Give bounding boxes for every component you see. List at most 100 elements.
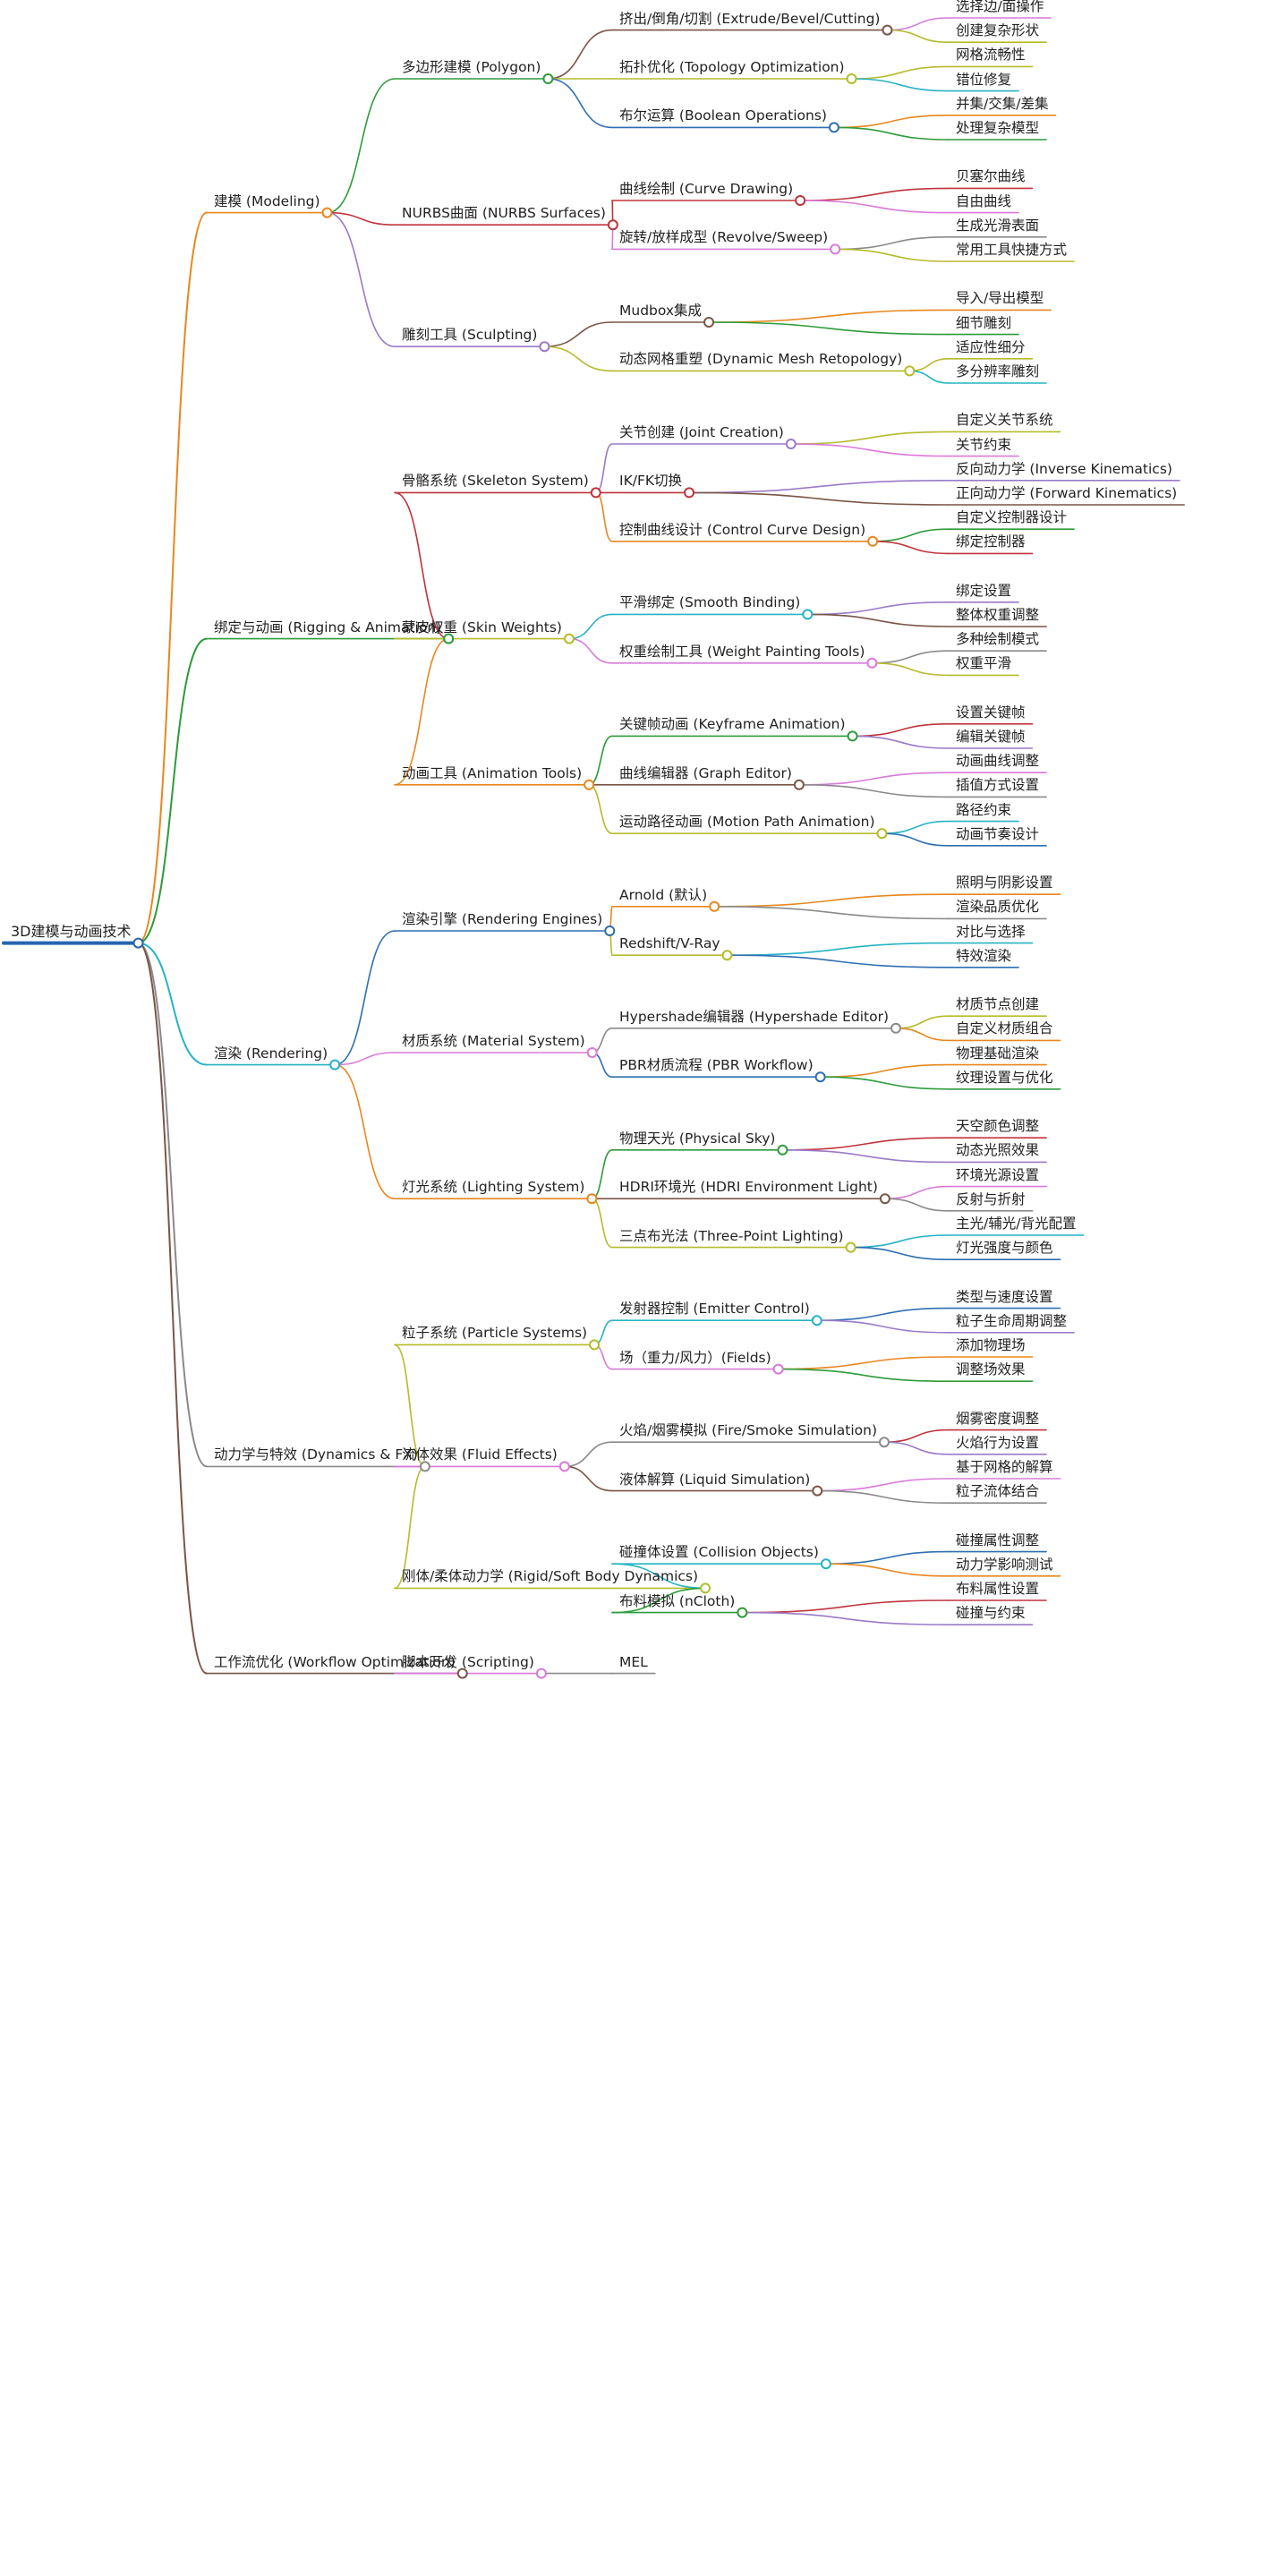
- node-mindmap-branches-1-children-0-children-0-label[interactable]: 关节创建 (Joint Creation): [619, 424, 784, 440]
- node-mindmap-branches-3-children-0-toggle[interactable]: [589, 1339, 601, 1351]
- node-mindmap-branches-2-children-2-children-1-children-1-label[interactable]: 反射与折射: [956, 1190, 1026, 1207]
- node-mindmap-branches-2-children-2-children-2-toggle[interactable]: [845, 1241, 856, 1253]
- node-mindmap-branches-1-children-2-children-2-children-1-label[interactable]: 动画节奏设计: [956, 825, 1040, 842]
- node-mindmap-branches-0-children-2-toggle[interactable]: [539, 341, 550, 353]
- node-mindmap-branches-0-children-1-children-0-label[interactable]: 曲线绘制 (Curve Drawing): [619, 181, 794, 197]
- node-mindmap-branches-0-children-1-children-1-toggle[interactable]: [830, 243, 841, 255]
- node-mindmap-branches-1-children-1-children-0-label[interactable]: 平滑绑定 (Smooth Binding): [619, 594, 801, 611]
- node-mindmap-branches-0-children-0-children-2-children-0-label[interactable]: 并集/交集/差集: [956, 95, 1049, 112]
- node-mindmap-branches-1-children-1-children-0-children-0-label[interactable]: 绑定设置: [956, 582, 1012, 599]
- node-mindmap-branches-0-children-2-children-1-label[interactable]: 动态网格重塑 (Dynamic Mesh Retopology): [619, 351, 903, 368]
- node-mindmap-branches-3-label[interactable]: 动力学与特效 (Dynamics & FX): [214, 1446, 418, 1463]
- node-mindmap-branches-0-children-2-children-0-children-0-label[interactable]: 导入/导出模型: [956, 290, 1044, 307]
- node-mindmap-branches-0-children-0-children-1-toggle[interactable]: [846, 73, 857, 84]
- node-mindmap-branches-2-children-2-children-0-children-0-label[interactable]: 天空颜色调整: [956, 1118, 1040, 1135]
- node-mindmap-branches-2-children-2-children-2-label[interactable]: 三点布光法 (Three-Point Lighting): [619, 1227, 844, 1244]
- node-mindmap-branches-2-children-1-children-0-children-1-label[interactable]: 自定义材质组合: [956, 1020, 1053, 1037]
- node-mindmap-branches-2-children-2-children-0-toggle[interactable]: [777, 1144, 788, 1156]
- node-mindmap-branches-2-children-1-children-0-label[interactable]: Hypershade编辑器 (Hypershade Editor): [619, 1008, 890, 1025]
- node-mindmap-branches-1-children-2-children-2-label[interactable]: 运动路径动画 (Motion Path Animation): [619, 814, 875, 831]
- node-mindmap-branches-3-children-2-toggle[interactable]: [700, 1582, 711, 1594]
- node-mindmap-branches-0-children-2-children-0-toggle[interactable]: [703, 317, 715, 328]
- node-mindmap-branches-1-children-0-children-2-children-0-label[interactable]: 自定义控制器设计: [956, 509, 1068, 526]
- node-mindmap-branches-1-children-2-children-2-toggle[interactable]: [876, 828, 888, 840]
- node-mindmap-branches-2-children-1-children-0-children-0-label[interactable]: 材质节点创建: [956, 996, 1040, 1013]
- node-mindmap-branches-1-children-0-toggle[interactable]: [590, 487, 601, 499]
- mindmap-root-title[interactable]: 3D建模与动画技术: [11, 922, 132, 940]
- node-mindmap-branches-1-children-1-toggle[interactable]: [563, 633, 575, 644]
- node-mindmap-branches-2-children-0-toggle[interactable]: [604, 925, 616, 936]
- node-mindmap-branches-2-children-0-children-1-children-1-label[interactable]: 特效渲染: [956, 947, 1012, 964]
- node-mindmap-branches-3-children-0-children-0-children-1-label[interactable]: 粒子生命周期调整: [956, 1312, 1068, 1329]
- node-mindmap-branches-0-children-1-label[interactable]: NURBS曲面 (NURBS Surfaces): [402, 205, 606, 222]
- node-mindmap-branches-4-children-0-children-0-label[interactable]: MEL: [619, 1653, 648, 1670]
- node-mindmap-branches-1-children-1-children-1-children-1-label[interactable]: 权重平滑: [956, 655, 1012, 672]
- node-mindmap-branches-1-children-0-children-2-children-1-label[interactable]: 绑定控制器: [956, 533, 1026, 550]
- node-mindmap-branches-1-children-2-children-1-children-0-label[interactable]: 动画曲线调整: [956, 753, 1040, 770]
- node-mindmap-branches-2-children-1-toggle[interactable]: [586, 1047, 598, 1058]
- node-mindmap-branches-0-children-2-children-1-children-0-label[interactable]: 适应性细分: [956, 338, 1026, 355]
- node-mindmap-branches-4-children-0-label[interactable]: 脚本开发 (Scripting): [402, 1653, 534, 1670]
- node-mindmap-branches-3-children-0-children-1-children-1-label[interactable]: 调整场效果: [956, 1361, 1026, 1378]
- node-mindmap-branches-1-children-0-children-0-toggle[interactable]: [785, 439, 797, 449]
- node-mindmap-branches-1-children-1-children-0-toggle[interactable]: [802, 609, 814, 620]
- node-mindmap-branches-2-children-2-children-1-children-0-label[interactable]: 环境光源设置: [956, 1166, 1040, 1183]
- node-mindmap-branches-3-toggle[interactable]: [419, 1461, 430, 1472]
- node-mindmap-branches-3-children-2-children-1-children-0-label[interactable]: 布料属性设置: [956, 1581, 1040, 1597]
- node-mindmap-branches-0-toggle[interactable]: [321, 207, 333, 218]
- node-mindmap-branches-3-children-1-children-1-toggle[interactable]: [812, 1485, 823, 1497]
- node-mindmap-branches-2-children-0-children-0-toggle[interactable]: [709, 900, 720, 912]
- node-mindmap-branches-1-children-2-children-1-children-1-label[interactable]: 插值方式设置: [956, 777, 1040, 794]
- node-mindmap-branches-2-children-2-children-0-children-1-label[interactable]: 动态光照效果: [956, 1142, 1040, 1159]
- node-mindmap-branches-0-children-2-children-0-label[interactable]: Mudbox集成: [619, 303, 703, 319]
- node-mindmap-branches-0-children-1-children-0-toggle[interactable]: [795, 195, 806, 206]
- node-mindmap-branches-3-children-2-children-1-children-1-label[interactable]: 碰撞与约束: [956, 1605, 1026, 1622]
- node-mindmap-branches-0-children-2-children-1-toggle[interactable]: [904, 365, 916, 377]
- node-mindmap-branches-3-children-2-children-0-children-1-label[interactable]: 动力学影响测试: [956, 1556, 1053, 1573]
- node-mindmap-branches-1-children-2-children-0-children-0-label[interactable]: 设置关键帧: [956, 704, 1026, 721]
- node-mindmap-branches-0-children-0-children-0-label[interactable]: 挤出/倒角/切割 (Extrude/Bevel/Cutting): [619, 10, 881, 27]
- node-mindmap-branches-3-children-0-children-1-children-0-label[interactable]: 添加物理场: [956, 1337, 1026, 1353]
- node-mindmap-branches-3-children-2-children-0-label[interactable]: 碰撞体设置 (Collision Objects): [619, 1544, 819, 1561]
- node-mindmap-branches-0-children-0-children-2-children-1-label[interactable]: 处理复杂模型: [956, 120, 1040, 136]
- node-mindmap-branches-0-children-0-children-1-children-1-label[interactable]: 错位修复: [956, 71, 1012, 88]
- node-mindmap-branches-1-children-1-children-1-children-0-label[interactable]: 多种绘制模式: [956, 631, 1040, 648]
- node-mindmap-branches-3-children-2-children-1-toggle[interactable]: [737, 1607, 748, 1618]
- node-mindmap-branches-3-children-0-children-0-label[interactable]: 发射器控制 (Emitter Control): [619, 1301, 810, 1318]
- node-mindmap-branches-2-children-2-children-2-children-0-label[interactable]: 主光/辅光/背光配置: [956, 1215, 1077, 1232]
- node-mindmap-branches-1-toggle[interactable]: [443, 633, 455, 644]
- node-mindmap-branches-2-children-2-children-1-toggle[interactable]: [879, 1193, 890, 1205]
- node-mindmap-branches-2-children-0-children-0-children-1-label[interactable]: 渲染品质优化: [956, 899, 1040, 916]
- node-mindmap-branches-0-children-1-children-1-children-1-label[interactable]: 常用工具快捷方式: [956, 242, 1068, 258]
- node-mindmap-branches-1-children-1-children-1-toggle[interactable]: [866, 657, 878, 669]
- node-mindmap-branches-3-children-0-label[interactable]: 粒子系统 (Particle Systems): [402, 1325, 588, 1342]
- node-mindmap-branches-1-children-0-children-2-toggle[interactable]: [867, 535, 879, 547]
- node-mindmap-branches-1-children-1-children-0-children-1-label[interactable]: 整体权重调整: [956, 607, 1040, 623]
- node-mindmap-branches-0-children-1-children-0-children-0-label[interactable]: 贝塞尔曲线: [956, 168, 1026, 185]
- node-mindmap-branches-0-children-0-children-1-children-0-label[interactable]: 网格流畅性: [956, 47, 1026, 64]
- node-mindmap-branches-2-children-0-children-1-label[interactable]: Redshift/V-Ray: [619, 935, 720, 952]
- node-mindmap-branches-2-children-2-children-2-children-1-label[interactable]: 灯光强度与颜色: [956, 1240, 1053, 1257]
- node-mindmap-branches-0-children-1-children-0-children-1-label[interactable]: 自由曲线: [956, 192, 1012, 209]
- node-mindmap-branches-0-children-0-children-2-toggle[interactable]: [828, 122, 839, 133]
- node-mindmap-branches-0-children-1-toggle[interactable]: [607, 219, 618, 231]
- node-mindmap-branches-0-children-0-children-0-toggle[interactable]: [882, 24, 893, 36]
- node-mindmap-branches-3-children-0-children-0-children-0-label[interactable]: 类型与速度设置: [956, 1288, 1053, 1305]
- node-mindmap-branches-1-children-0-children-1-label[interactable]: IK/FK切换: [619, 473, 683, 490]
- node-mindmap-branches-2-children-0-children-1-children-0-label[interactable]: 对比与选择: [956, 923, 1026, 940]
- node-mindmap-branches-0-children-0-children-0-children-1-label[interactable]: 创建复杂形状: [956, 22, 1040, 39]
- node-mindmap-branches-4-toggle[interactable]: [456, 1668, 468, 1679]
- node-mindmap-branches-2-children-1-children-1-children-0-label[interactable]: 物理基础渲染: [956, 1045, 1040, 1062]
- node-mindmap-branches-2-children-1-children-1-children-1-label[interactable]: 纹理设置与优化: [956, 1069, 1053, 1086]
- root-toggle[interactable]: [132, 937, 144, 949]
- node-mindmap-branches-0-children-0-children-0-children-0-label[interactable]: 选择边/面操作: [956, 0, 1044, 14]
- node-mindmap-branches-3-children-0-children-1-toggle[interactable]: [772, 1363, 784, 1375]
- node-mindmap-branches-0-children-0-children-2-label[interactable]: 布尔运算 (Boolean Operations): [619, 107, 827, 124]
- node-mindmap-branches-1-children-2-children-0-children-1-label[interactable]: 编辑关键帧: [956, 729, 1026, 745]
- node-mindmap-branches-1-children-0-children-0-children-0-label[interactable]: 自定义关节系统: [956, 412, 1053, 429]
- node-mindmap-branches-0-children-2-label[interactable]: 雕刻工具 (Sculpting): [402, 327, 538, 344]
- node-mindmap-branches-0-children-2-children-0-children-1-label[interactable]: 细节雕刻: [956, 314, 1012, 331]
- node-mindmap-branches-3-children-0-children-0-toggle[interactable]: [811, 1315, 822, 1326]
- node-mindmap-branches-2-children-2-toggle[interactable]: [586, 1193, 598, 1205]
- node-mindmap-branches-1-children-2-children-1-label[interactable]: 曲线编辑器 (Graph Editor): [619, 764, 792, 781]
